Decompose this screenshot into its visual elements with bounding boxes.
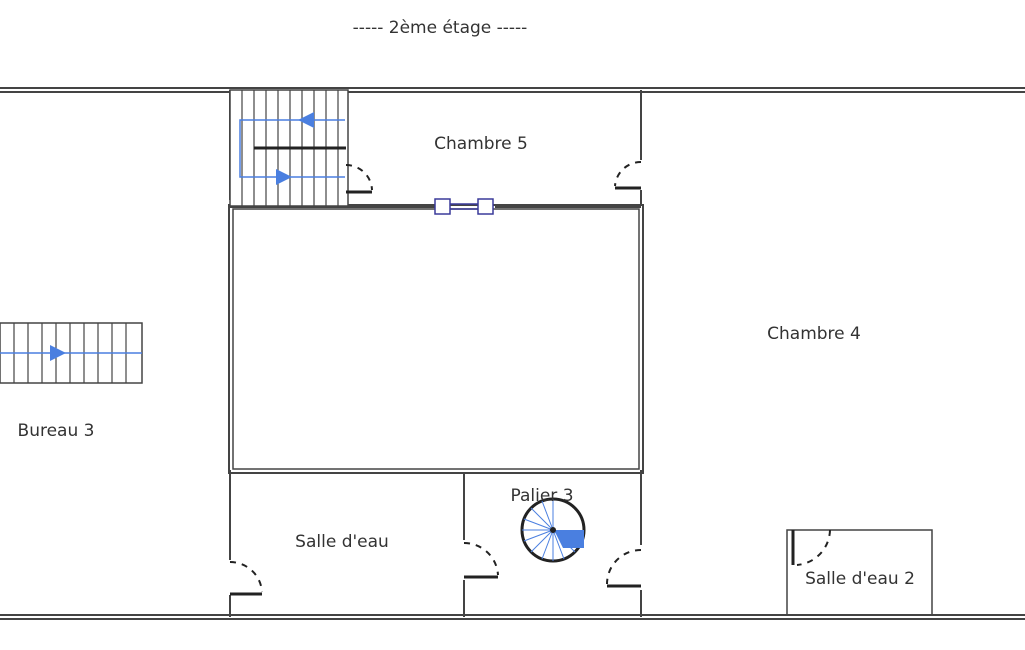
room-label-chambre5: Chambre 5	[434, 134, 528, 154]
door-chambre5-left	[345, 164, 373, 194]
door-salle-eau-2	[791, 529, 831, 566]
door-palier-right	[606, 549, 642, 588]
central-void	[228, 204, 644, 474]
floor-title: ----- 2ème étage -----	[353, 18, 528, 38]
top-staircase	[229, 89, 349, 207]
stair-arrow-left-icon	[298, 112, 314, 128]
spiral-staircase	[520, 497, 586, 563]
door-palier-left	[463, 541, 499, 579]
room-label-salle-eau: Salle d'eau	[295, 532, 389, 552]
room-label-bureau3: Bureau 3	[18, 421, 95, 441]
door-salle-eau	[229, 560, 263, 596]
door-chambre5-right	[614, 160, 642, 190]
left-staircase	[0, 322, 143, 384]
outer-walls	[0, 87, 1025, 620]
doors	[229, 160, 831, 596]
room-label-salle-eau-2: Salle d'eau 2	[805, 569, 915, 589]
room-label-palier3: Palier 3	[510, 486, 573, 506]
window	[434, 198, 494, 215]
room-label-chambre4: Chambre 4	[767, 324, 861, 344]
stair-arrow-right-icon	[276, 169, 292, 185]
stair-arrow-right-icon	[50, 345, 66, 361]
